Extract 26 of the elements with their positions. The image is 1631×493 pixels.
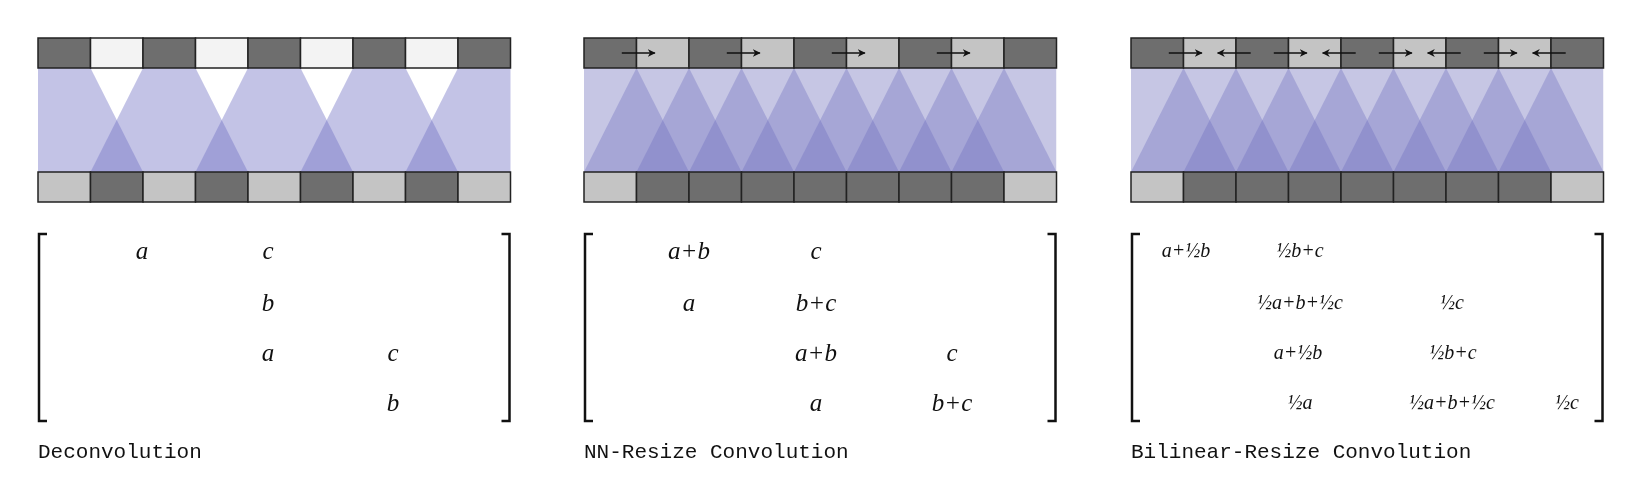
matrix-entry: ½a+b+½c (1257, 292, 1343, 312)
matrix-entry: b (261, 289, 275, 315)
matrix-entry: a+½b (1161, 240, 1211, 260)
matrix-entry: ½c (1440, 292, 1464, 312)
matrix-entry: b+c (931, 389, 973, 415)
matrix-entry: c (262, 237, 274, 263)
matrix-entry: ½b+c (1276, 240, 1324, 260)
matrix-entry: a+b (795, 339, 837, 365)
matrix-entry: a (809, 389, 823, 415)
matrix-entry: b+c (795, 289, 837, 315)
matrix-entry: ½b+c (1429, 342, 1477, 362)
caption: Bilinear-Resize Convolution (1131, 441, 1472, 463)
caption: Deconvolution (38, 441, 202, 463)
matrix-entry: a (135, 237, 149, 263)
matrix-entry: a+b (668, 237, 710, 263)
matrix-entry: b (386, 389, 400, 415)
matrix-entry: a+½b (1273, 342, 1323, 362)
matrix-entry: ½a (1287, 392, 1313, 412)
matrix-entry: c (387, 339, 399, 365)
caption: NN-Resize Convolution (584, 441, 849, 463)
matrix-entry: ½a+b+½c (1409, 392, 1495, 412)
matrix-entry: a (261, 339, 275, 365)
matrix-entry: c (810, 237, 822, 263)
matrix-entry: ½c (1555, 392, 1579, 412)
matrix-entry: a (682, 289, 696, 315)
matrix-entry: c (946, 339, 958, 365)
